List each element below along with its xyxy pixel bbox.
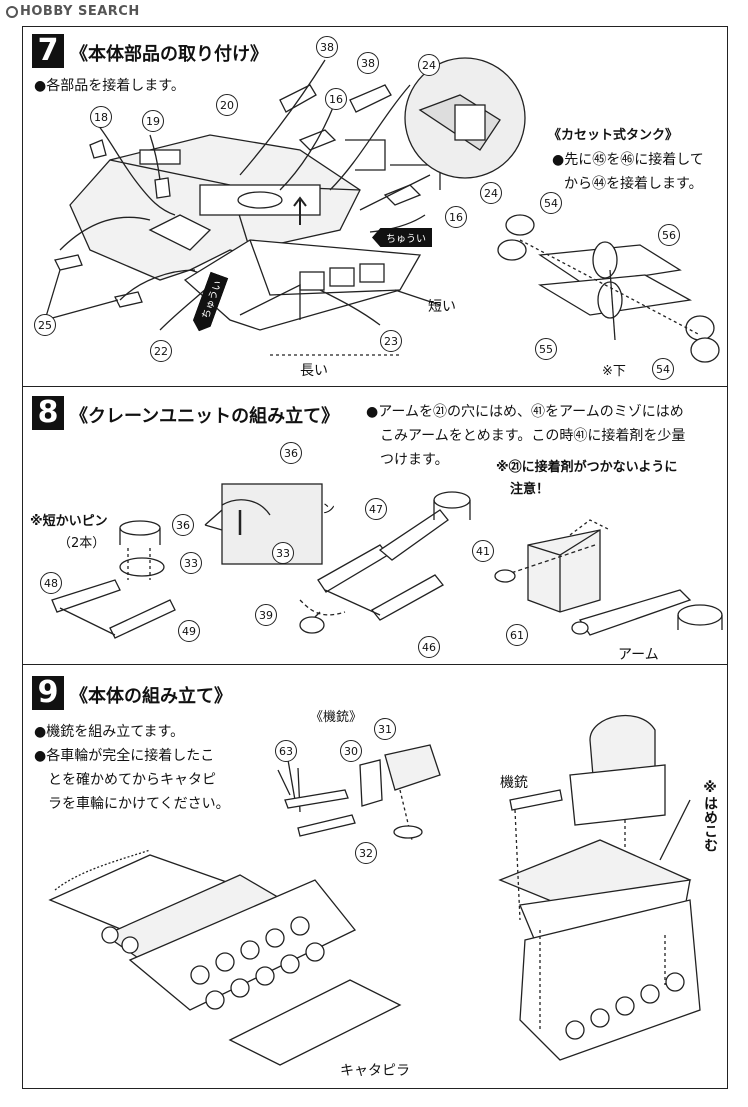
warning-line-2: 注意！ [510, 482, 550, 497]
page-frame [22, 26, 728, 1089]
part-callout-54a: 54 [540, 192, 562, 214]
part-callout-49: 49 [178, 620, 200, 642]
part-callout-56: 56 [658, 224, 680, 246]
step-instruction-3: つけます。 [380, 452, 449, 468]
part-callout-24b: 24 [480, 182, 502, 204]
step-title: 《クレーンユニットの組み立て》 [70, 406, 340, 427]
part-callout-36a: 36 [280, 442, 302, 464]
cassette-note-1: ●先に㊺を㊻に接着して [552, 152, 704, 168]
part-callout-48: 48 [40, 572, 62, 594]
step-8-illustration [51, 483, 723, 639]
part-callout-22: 22 [150, 340, 172, 362]
warning-line-1: ※㉑に接着剤がつかないように [496, 460, 678, 475]
part-callout-39: 39 [255, 604, 277, 626]
part-callout-46: 46 [418, 636, 440, 658]
part-callout-30: 30 [340, 740, 362, 762]
part-callout-16a: 16 [325, 88, 347, 110]
part-callout-33b: 33 [272, 542, 294, 564]
gun-title: 《機銃》 [310, 710, 363, 725]
step-instruction-1: ●機銃を組み立てます。 [34, 724, 185, 740]
part-callout-24a: 24 [418, 54, 440, 76]
step-7-illustration [44, 57, 720, 363]
label-long: 長い [300, 363, 328, 379]
cassette-note-2: から㊹を接着します。 [564, 176, 703, 192]
label-short: 短い [428, 299, 456, 315]
part-callout-25: 25 [34, 314, 56, 336]
part-callout-33a: 33 [180, 552, 202, 574]
part-callout-36b: 36 [172, 514, 194, 536]
step-number: 9 [32, 676, 64, 710]
part-callout-19: 19 [142, 110, 164, 132]
step-instruction-3: とを確かめてからキャタピ [48, 772, 216, 788]
part-callout-32: 32 [355, 842, 377, 864]
hobby-search-logo: HOBBY SEARCH [6, 4, 140, 19]
divider-8-9 [22, 664, 728, 665]
part-callout-47: 47 [365, 498, 387, 520]
step-title: 《本体の組み立て》 [70, 686, 232, 707]
part-callout-38b: 38 [357, 52, 379, 74]
step-instruction: ●各部品を接着します。 [34, 78, 185, 94]
step-instruction-2: こみアームをとめます。この時㊶に接着剤を少量 [380, 428, 686, 444]
part-callout-61: 61 [506, 624, 528, 646]
part-callout-54b: 54 [652, 358, 674, 380]
caution-tag-right: ちゅうい [372, 228, 432, 247]
short-pin-count: （2本） [58, 536, 106, 551]
part-callout-23: 23 [380, 330, 402, 352]
part-callout-31: 31 [374, 718, 396, 740]
step-number: 7 [32, 34, 64, 68]
part-callout-55: 55 [535, 338, 557, 360]
part-callout-38a: 38 [316, 36, 338, 58]
step-instruction-1: ●アームを㉑の穴にはめ、㊶をアームのミゾにはめ [366, 404, 684, 420]
step-title: 《本体部品の取り付け》 [70, 44, 268, 65]
label-gun: 機銃 [500, 775, 528, 791]
part-callout-63: 63 [275, 740, 297, 762]
part-callout-18: 18 [90, 106, 112, 128]
cassette-tank-title: 《カセット式タンク》 [548, 128, 679, 143]
logo-text: HOBBY SEARCH [20, 4, 140, 19]
label-arm: アーム [618, 647, 659, 663]
part-callout-16b: 16 [445, 206, 467, 228]
label-bottom: ※下 [602, 364, 626, 379]
step-instruction-2: ●各車輪が完全に接着したこ [34, 748, 215, 764]
logo-icon [6, 5, 18, 18]
step-number: 8 [32, 396, 64, 430]
label-hamekomu: ※はめこむ [702, 780, 718, 852]
part-callout-41: 41 [472, 540, 494, 562]
part-callout-20: 20 [216, 94, 238, 116]
divider-7-8 [22, 386, 728, 387]
short-pin-note: ※短かいピン [30, 514, 108, 529]
step-instruction-4: ラを車輪にかけてください。 [48, 796, 230, 812]
label-track: キャタピラ [340, 1063, 410, 1079]
